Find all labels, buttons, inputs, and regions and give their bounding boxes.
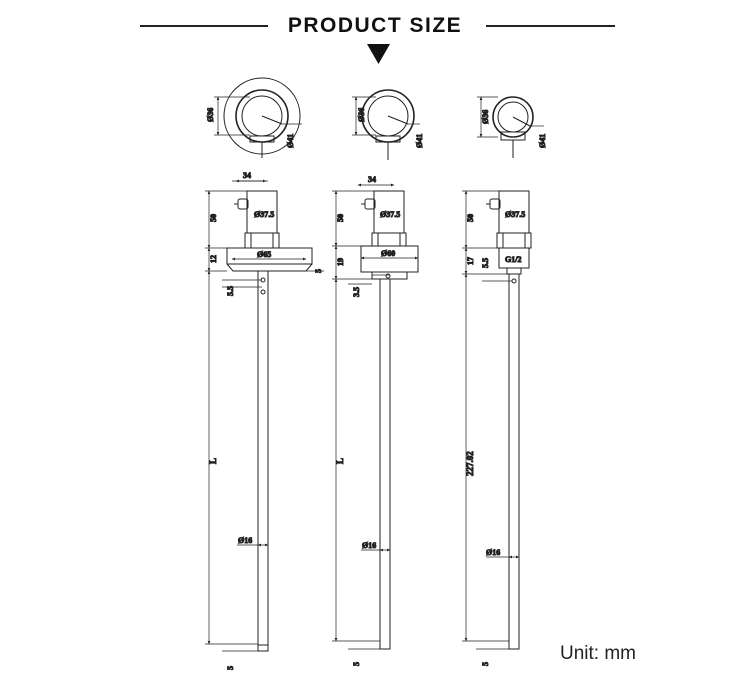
page-title: PRODUCT SIZE [287, 14, 463, 37]
unit-label: Unit: mm [560, 643, 636, 664]
right-head-d-label: Ø37.5 [505, 210, 525, 219]
middle-top-view: Ø36 Ø41 [352, 89, 425, 160]
right-view: Ø36 Ø41 Ø37.5 G1/2 [462, 96, 548, 667]
left-flange-h-label: 12 [209, 255, 218, 263]
right-top-view: Ø36 Ø41 [477, 96, 548, 158]
left-hole-off-label: 5.5 [226, 286, 235, 296]
left-rod-d-label: Ø16 [238, 536, 252, 545]
middle-length-label: L [335, 458, 345, 464]
middle-top-od2-label: Ø41 [415, 134, 424, 148]
middle-side-view: 34 Ø37.5 Ø60 50 19 [332, 175, 419, 667]
right-top-od2-label: Ø41 [538, 134, 547, 148]
left-view: Ø36 Ø41 34 Ø37.5 Ø65 5 [205, 77, 324, 671]
left-head-h-label: 50 [209, 214, 218, 222]
middle-flange-d-label: Ø60 [381, 249, 395, 258]
right-head-h-label: 50 [466, 214, 475, 222]
right-bottom-label: 5 [481, 662, 490, 666]
left-bottom-label: 5 [226, 666, 235, 670]
middle-hole-off-label: 3.5 [352, 287, 361, 297]
right-top-od-label: Ø36 [481, 110, 490, 124]
left-flange-d-label: Ø65 [257, 250, 271, 259]
right-thread-gap-label: 5.5 [481, 258, 490, 268]
left-length-label: L [208, 458, 218, 464]
right-rod-d-label: Ø16 [486, 548, 500, 557]
right-thread-h-label: 17 [466, 257, 475, 265]
left-top-od-label: Ø36 [206, 108, 215, 122]
left-top-od2-label: Ø41 [286, 134, 295, 148]
left-top-view: Ø36 Ø41 [206, 77, 302, 158]
left-side-view: 34 Ø37.5 Ø65 5 50 12 [205, 171, 324, 671]
middle-rod-d-label: Ø16 [362, 541, 376, 550]
left-head-w-label: 34 [243, 171, 251, 180]
left-flange-t-label: 5 [314, 269, 323, 273]
middle-head-h-label: 50 [336, 214, 345, 222]
middle-head-w-label: 34 [368, 175, 376, 184]
middle-flange-h-label: 19 [336, 258, 345, 266]
down-triangle-icon [367, 44, 390, 64]
middle-bottom-label: 5 [352, 662, 361, 666]
right-length-label: 227.02 [465, 451, 475, 476]
middle-view: Ø36 Ø41 34 Ø37.5 Ø60 [332, 89, 425, 667]
right-thread-label: G1/2 [505, 255, 521, 264]
middle-top-od-label: Ø36 [357, 108, 366, 122]
right-side-view: Ø37.5 G1/2 50 17 5.5 [462, 190, 532, 667]
left-head-d-label: Ø37.5 [254, 210, 274, 219]
middle-head-d-label: Ø37.5 [380, 210, 400, 219]
